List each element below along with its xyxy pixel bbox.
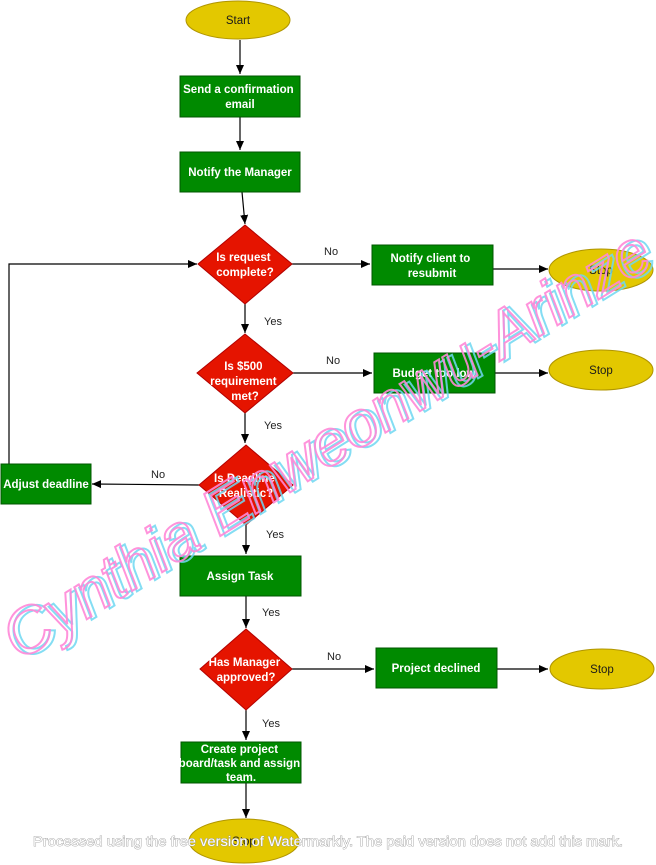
assign-task-label: Assign Task [207,571,274,583]
requirement-500-label: Is $500 requirement met? [210,361,280,403]
edge-label-approval-yes: Yes [262,718,280,730]
request-complete-label: Is request complete? [216,252,274,279]
send-email-label: Send a confirmation email [183,84,297,111]
notify-client-line-2: resubmit [408,268,457,280]
project-declined-label: Project declined [392,663,481,675]
send-email-line-1: Send a confirmation [183,84,294,96]
stop-2-label: Stop [589,365,613,377]
requirement-500-line-2: requirement [210,376,277,388]
end-terminal: Stop [188,818,300,864]
notify-manager-process: Notify the Manager [179,151,301,193]
create-board-line-1: Create project [201,744,279,756]
manager-approved-line-2: approved? [217,672,276,684]
edge-adjust-loop-back [8,260,197,464]
project-declined-process: Project declined [375,647,498,689]
notify-client-process: Notify client to resubmit [371,244,494,286]
watermark-text-pink: Cynthia Enweonwu-Arinze [0,214,656,673]
end-label: Stop [232,836,256,848]
send-email-process: Send a confirmation email [179,75,301,118]
requirement-500-line-1: Is $500 [224,361,262,373]
create-board-line-2: board/task and assign [179,758,300,770]
deadline-realistic-line-2: Realistic? [219,488,273,500]
footer-watermark-text: Processed using the free version of Wate… [33,834,623,849]
start-label: Start [226,15,251,27]
assign-task-process: Assign Task [179,555,302,597]
create-board-process: Create project board/task and assign tea… [179,741,304,784]
notify-client-label: Notify client to resubmit [390,253,473,280]
request-complete-line-2: complete? [216,267,274,279]
diagonal-watermark: Cynthia Enweonwu-Arinze Cynthia Enweonwu… [0,213,656,674]
budget-too-low-label: Budget too low [392,368,475,380]
start-terminal: Start [185,0,291,40]
edge-label-request-no: No [324,246,338,258]
stop-terminal-2: Stop [548,349,654,391]
manager-approved-label: Has Manager approved? [209,657,284,684]
edge-deadline-no [91,480,200,489]
edge-label-500-no: No [326,355,340,367]
adjust-deadline-label: Adjust deadline [3,479,89,491]
stop-terminal-3: Stop [549,648,655,690]
deadline-realistic-line-1: Is Deadline [214,473,275,485]
deadline-realistic-decision: Is Deadline Realistic? [198,444,294,526]
manager-approved-decision: Has Manager approved? [199,628,293,711]
edge-label-request-yes: Yes [264,316,282,328]
adjust-deadline-process: Adjust deadline [0,463,92,505]
stop-terminal-1: Stop [548,248,654,292]
edge-label-deadline-yes: Yes [266,529,284,541]
edge-label-approval-no: No [327,651,341,663]
create-board-line-3: team. [226,772,256,784]
deadline-realistic-label: Is Deadline Realistic? [214,473,278,500]
request-complete-decision: Is request complete? [197,224,293,305]
connectors [8,40,548,818]
edge-label-assign-yes: Yes [262,607,280,619]
requirement-500-line-3: met? [231,391,258,403]
requirement-500-decision: Is $500 requirement met? [196,333,294,414]
stop-1-label: Stop [589,265,613,277]
send-email-line-2: email [225,99,254,111]
manager-approved-line-1: Has Manager [209,657,281,669]
request-complete-line-1: Is request [216,252,270,264]
create-board-label: Create project board/task and assign tea… [179,744,304,784]
notify-client-line-1: Notify client to [390,253,470,265]
stop-3-label: Stop [590,664,614,676]
notify-manager-label: Notify the Manager [188,167,292,179]
budget-too-low-process: Budget too low [373,352,496,394]
edge-label-deadline-no: No [151,469,165,481]
edge-labels: No Yes No Yes No Yes Yes No Yes [151,246,341,730]
edge-label-500-yes: Yes [264,420,282,432]
edge-notify-manager-to-request-check [240,191,249,225]
